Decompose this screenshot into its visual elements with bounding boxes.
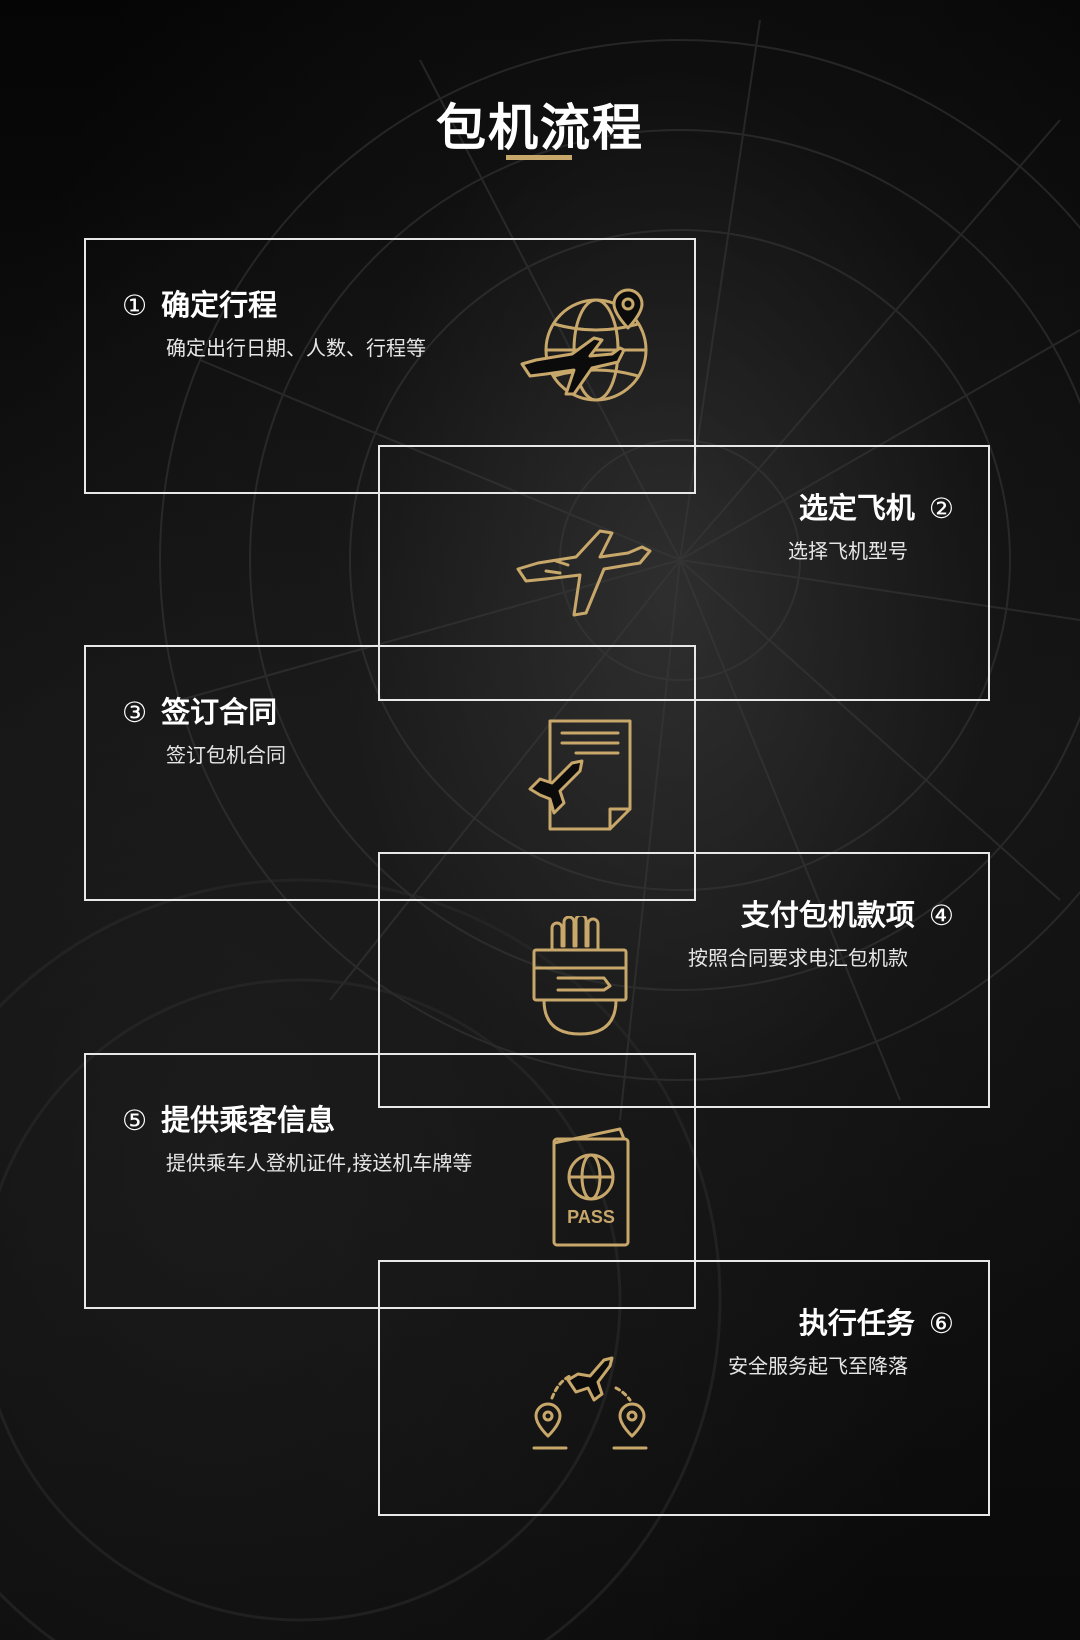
- passport-icon-text: PASS: [567, 1207, 615, 1227]
- step-number: ②: [928, 492, 954, 525]
- step-number: ④: [928, 899, 954, 932]
- step-title-text: 签订合同: [161, 695, 278, 729]
- passport-icon: PASS: [550, 1125, 634, 1249]
- step-card-3: ③ 签订合同 签订包机合同: [84, 645, 696, 901]
- step-number: ③: [122, 696, 148, 729]
- step-title-text: 执行任务: [798, 1306, 915, 1340]
- airplane-icon: [516, 523, 656, 623]
- flight-route-icon: [530, 1352, 650, 1452]
- step-title: ③ 签订合同: [122, 689, 277, 731]
- step-card-4: 支付包机款项 ④ 按照合同要求电汇包机款: [378, 852, 990, 1108]
- step-title: ⑤ 提供乘客信息: [122, 1097, 335, 1139]
- step-description: 选择飞机型号: [788, 539, 908, 563]
- step-description: 安全服务起飞至降落: [728, 1354, 908, 1378]
- step-title-text: 选定飞机: [798, 491, 915, 525]
- step-number: ⑤: [122, 1104, 148, 1137]
- step-description: 签订包机合同: [166, 743, 286, 767]
- step-card-2: 选定飞机 ② 选择飞机型号: [378, 445, 990, 701]
- step-title-text: 确定行程: [161, 288, 278, 322]
- globe-plane-location-icon: [516, 282, 656, 412]
- step-title: 支付包机款项 ④: [741, 892, 954, 934]
- step-title: 选定飞机 ②: [799, 485, 954, 527]
- step-description: 提供乘车人登机证件,接送机车牌等: [166, 1151, 473, 1175]
- step-title: ① 确定行程: [122, 282, 277, 324]
- title-underline: [506, 155, 572, 160]
- contract-document-plane-icon: [526, 717, 636, 837]
- step-title-text: 提供乘客信息: [161, 1103, 336, 1137]
- card-payment-hand-icon: [530, 916, 630, 1040]
- step-number: ⑥: [928, 1307, 954, 1340]
- page-title: 包机流程: [436, 99, 644, 157]
- step-description: 按照合同要求电汇包机款: [688, 946, 908, 970]
- step-title: 执行任务 ⑥: [799, 1300, 954, 1342]
- step-number: ①: [122, 289, 148, 322]
- step-card-5: ⑤ 提供乘客信息 提供乘车人登机证件,接送机车牌等 PASS: [84, 1053, 696, 1309]
- step-title-text: 支付包机款项: [740, 898, 915, 932]
- step-description: 确定出行日期、人数、行程等: [166, 336, 426, 360]
- step-card-6: 执行任务 ⑥ 安全服务起飞至降落: [378, 1260, 990, 1516]
- step-card-1: ① 确定行程 确定出行日期、人数、行程等: [84, 238, 696, 494]
